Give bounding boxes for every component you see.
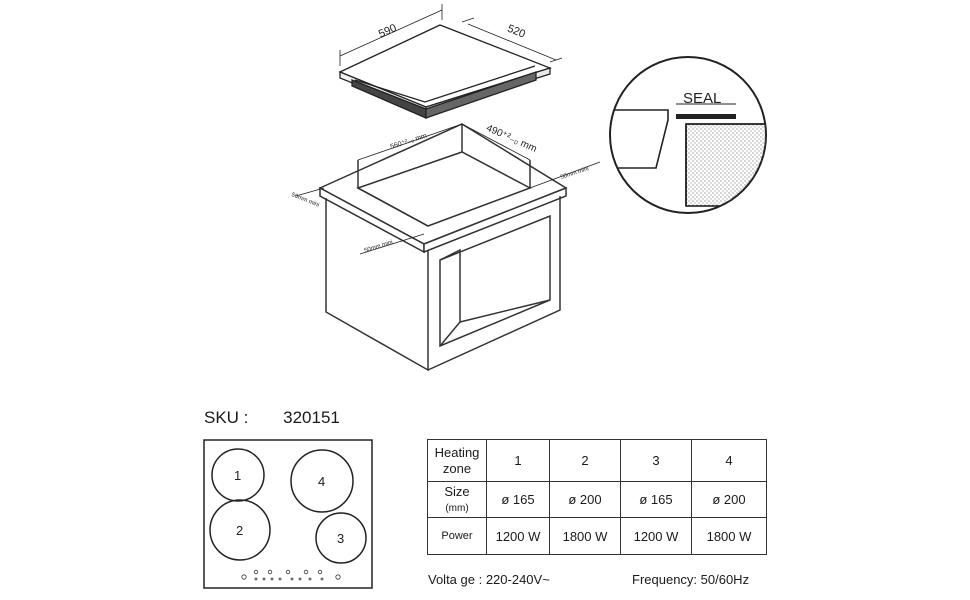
spec-table: Heating zone 1 2 3 4 Size (mm) ø 165 ø 2…: [427, 439, 767, 555]
table-cell: 1800 W: [549, 517, 621, 555]
zone-4-label: 4: [318, 474, 325, 489]
row-header-size: Size (mm): [427, 481, 487, 518]
zone-3-circle: [315, 512, 367, 564]
clearance-left-label: 50mm mini: [290, 192, 319, 209]
table-cell: 1: [486, 439, 550, 482]
table-cell: 1200 W: [486, 517, 550, 555]
frequency-text: Frequency: 50/60Hz: [632, 572, 750, 587]
clearance-front-label: 50mm mini: [364, 240, 394, 255]
seal-label: SEAL: [683, 90, 721, 107]
table-cell: 2: [549, 439, 621, 482]
table-cell: 1800 W: [691, 517, 767, 555]
sku-value: 320151: [283, 408, 340, 427]
table-cell: ø 165: [620, 481, 692, 518]
sku-line: SKU : 320151: [204, 408, 340, 428]
table-cell: ø 200: [549, 481, 621, 518]
table-row-heating-zone: Heating zone 1 2 3 4: [427, 439, 767, 482]
row-header-power: Power: [427, 517, 487, 555]
cutout-dimension-lines: [295, 123, 601, 255]
hob-3d-drawing: [338, 24, 552, 119]
table-row-power: Power 1200 W 1800 W 1200 W 1800 W: [427, 517, 767, 555]
table-row-size: Size (mm) ø 165 ø 200 ø 165 ø 200: [427, 481, 767, 518]
table-cell: ø 200: [691, 481, 767, 518]
table-cell: 1200 W: [620, 517, 692, 555]
table-cell: 4: [691, 439, 767, 482]
hob-top-view: 1 4 2 3: [203, 439, 373, 589]
zone-4-circle: [290, 449, 354, 513]
clearance-back-label: 50mm mini: [560, 166, 590, 181]
header-line: (mm): [445, 502, 469, 514]
dim-depth-label: 520: [505, 23, 527, 41]
zone-2-label: 2: [236, 523, 243, 538]
cabinet-drawing: [318, 123, 568, 372]
table-cell: ø 165: [486, 481, 550, 518]
zone-2-circle: [209, 499, 271, 561]
zone-1-circle: [211, 448, 265, 502]
zone-1-label: 1: [234, 468, 241, 483]
header-line: Heating: [434, 444, 480, 460]
row-header-heating-zone: Heating zone: [427, 439, 487, 482]
sku-label: SKU :: [204, 408, 249, 427]
hob-dimensions: [339, 4, 563, 66]
dim-width-label: 590: [377, 22, 399, 40]
table-cell: 3: [620, 439, 692, 482]
voltage-text: Volta ge : 220-240V~: [428, 572, 550, 587]
seal-detail: SEAL: [609, 56, 767, 214]
header-line: zone: [442, 460, 472, 476]
touch-controls: [241, 569, 341, 581]
zone-3-label: 3: [337, 531, 344, 546]
header-line: Size: [444, 483, 470, 499]
